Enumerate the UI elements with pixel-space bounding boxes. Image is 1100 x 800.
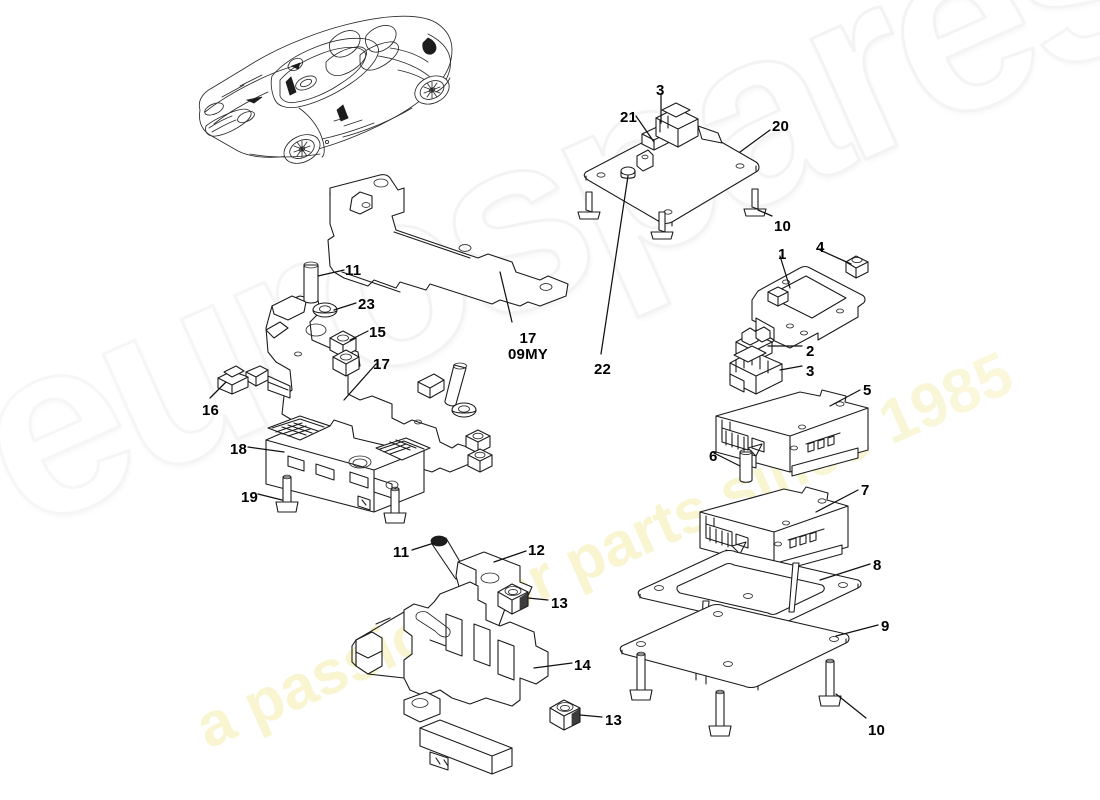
part-20-mounting-plate	[577, 102, 767, 240]
callout-10: 10	[774, 218, 792, 235]
part-4-nut	[845, 255, 869, 279]
callout-5: 5	[863, 382, 872, 399]
part-19-bolt	[383, 486, 407, 524]
callout-1: 1	[778, 246, 787, 263]
callout-17: 17	[373, 356, 391, 373]
callout-22: 22	[594, 361, 612, 378]
part-13-nut	[549, 699, 581, 731]
callout-7: 7	[861, 482, 870, 499]
part-10-bolt	[629, 651, 653, 701]
part-9-base-plate	[619, 603, 850, 691]
callout-20: 20	[772, 118, 790, 135]
callout-3: 3	[656, 82, 665, 99]
callout-10: 10	[868, 722, 886, 739]
callout-13: 13	[605, 712, 623, 729]
callout-21: 21	[620, 109, 638, 126]
part-10-bolt	[650, 211, 674, 240]
part-22-bracket-tab	[636, 149, 654, 172]
callout-line-2: 09MY	[508, 345, 548, 363]
callout-8: 8	[873, 557, 882, 574]
part-4-nut-on-bracket	[767, 286, 789, 307]
part-14-bracket	[351, 581, 549, 775]
part-6-locating-pin	[739, 448, 753, 483]
part-5-control-module	[715, 389, 869, 477]
callout-13: 13	[551, 595, 569, 612]
part-16-clip	[217, 365, 249, 395]
part-10-bolt	[818, 658, 842, 707]
part-15-nut	[332, 349, 360, 377]
part-10-bolt	[708, 689, 732, 737]
part-8-seal-frame	[637, 549, 862, 631]
vehicle-line-drawing	[198, 15, 453, 164]
callout-12: 12	[528, 542, 546, 559]
part-7-control-module	[699, 486, 849, 573]
callout-11: 11	[393, 544, 410, 561]
part-11-locating-pin-right	[444, 362, 467, 407]
part-23-washer	[312, 302, 338, 318]
part-15-nut-right2	[467, 448, 493, 473]
callout-2: 2	[806, 343, 815, 360]
part-18-module	[265, 415, 431, 513]
leader-lines	[209, 94, 879, 719]
part-15-nut-right	[465, 429, 491, 454]
part-19-bolt	[275, 474, 299, 513]
callout-3: 3	[806, 363, 815, 380]
callout-9: 9	[881, 618, 890, 635]
callout-14: 14	[574, 657, 592, 674]
callout-18: 18	[230, 441, 248, 458]
part-17-09my-heat-shield	[327, 174, 569, 307]
callout-19: 19	[241, 489, 259, 506]
part-3-connector-upper	[655, 102, 723, 148]
callout-4: 4	[816, 239, 825, 256]
callout-23: 23	[358, 296, 376, 313]
callout-15: 15	[369, 324, 387, 341]
callout-6: 6	[709, 448, 718, 465]
callout-11: 11	[345, 262, 362, 279]
part-11-locating-pin	[303, 261, 319, 304]
callout-16: 16	[202, 402, 220, 419]
part-13-nut	[497, 583, 529, 615]
part-3-connector-lower	[729, 345, 783, 395]
callout-line-1: 17	[519, 330, 537, 347]
part-10-bolt	[577, 191, 601, 220]
part-23-washer-right	[451, 402, 477, 418]
